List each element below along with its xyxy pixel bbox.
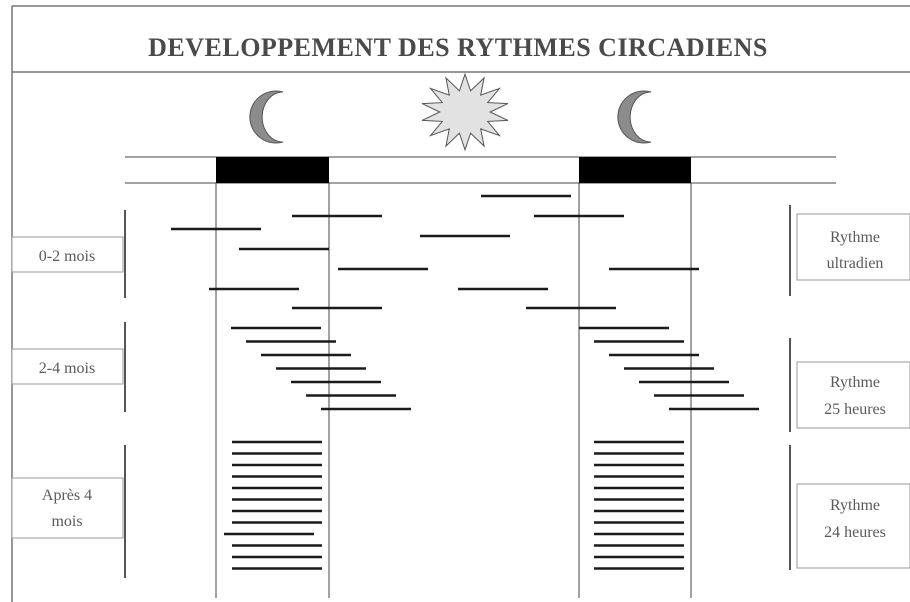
- night-bar: [216, 157, 329, 183]
- rhythm-label-line: Rythme: [830, 374, 880, 391]
- rhythm-25h: Rythme 25 heures: [796, 361, 910, 429]
- age-label-line: 0-2 mois: [39, 248, 95, 265]
- rhythm-label-line: ultradien: [827, 255, 884, 272]
- rhythm-label-line: Rythme: [830, 497, 880, 514]
- diagram-title: DEVELOPPEMENT DES RYTHMES CIRCADIENS: [148, 33, 768, 62]
- sun-icon: [421, 72, 509, 152]
- age-group-after-4: Après 4 mois: [11, 477, 124, 539]
- moon-icon: [249, 90, 284, 144]
- rhythm-24h: Rythme 24 heures: [796, 483, 910, 569]
- night-bar: [579, 157, 691, 183]
- rhythm-label-line: Rythme: [830, 229, 880, 246]
- age-label-line: mois: [51, 513, 82, 530]
- rhythm-label-line: 24 heures: [824, 524, 886, 541]
- rhythm-ultradien: Rythme ultradien: [796, 213, 910, 281]
- age-label-line: 2-4 mois: [39, 360, 95, 377]
- rhythm-label-line: 25 heures: [824, 401, 886, 418]
- age-label-line: Après 4: [42, 487, 92, 504]
- age-group-2-4: 2-4 mois: [11, 348, 124, 385]
- sleep-episodes: [171, 194, 759, 570]
- moon-icon: [617, 90, 652, 144]
- age-group-0-2: 0-2 mois: [11, 236, 124, 273]
